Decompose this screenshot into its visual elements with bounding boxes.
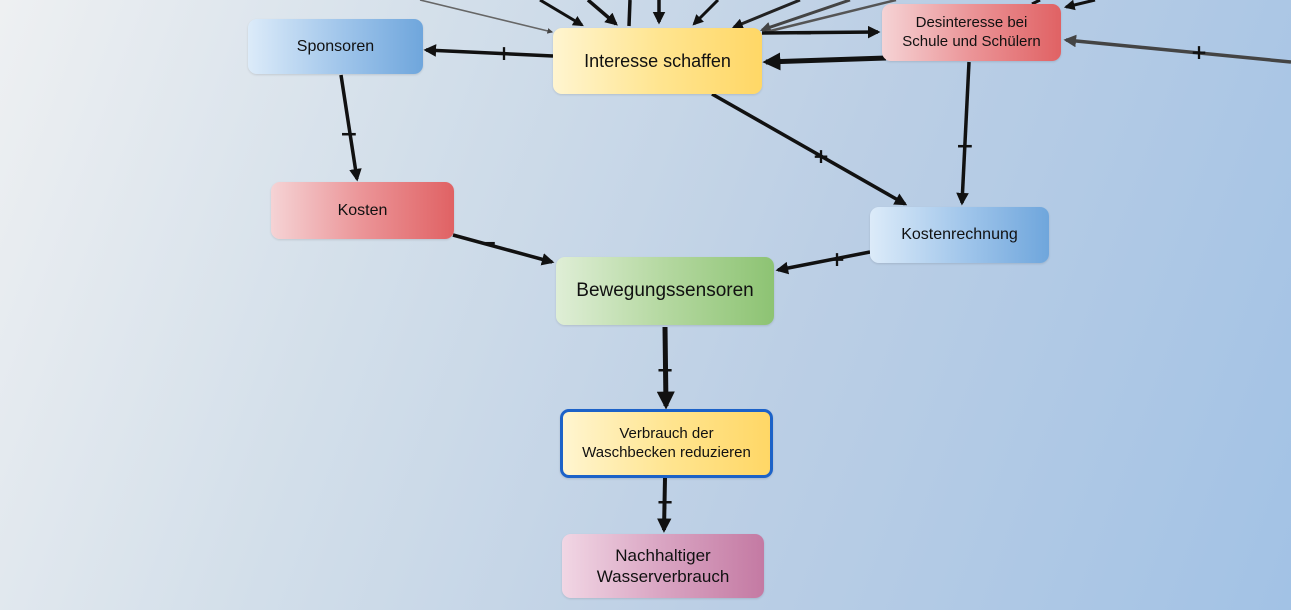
arrow-interesse-to-sponsoren: [423, 44, 554, 58]
arrow-kostenrechnung-to-bewegungssensoren: [775, 250, 871, 275]
sign-sponsoren-kosten: −: [340, 122, 358, 147]
arrow-kosten-to-bewegungssensoren: [452, 233, 555, 266]
arrow-bewegungssensoren-to-verbrauch: [656, 326, 675, 410]
node-sponsoren-label: Sponsoren: [296, 37, 375, 55]
arrow-verbrauch-to-nachhaltig: [657, 477, 672, 533]
sign-desinteresse-interesse: −: [826, 48, 844, 73]
sign-offscreen-desinteresse: +: [1191, 40, 1208, 64]
arrow-offscreen-6: [692, 0, 720, 26]
sign-interesse-desinteresse: −: [795, 21, 813, 46]
arrow-offscreen-4: [627, 0, 632, 27]
node-verbrauch-reduzieren-label: Verbrauch der Waschbecken reduzieren: [582, 424, 751, 461]
polarity-labels: + − − + − − + − + + +: [340, 21, 1208, 514]
arrow-interesse-to-desinteresse: [761, 25, 881, 39]
sign-desinteresse-kostenrechnung: −: [956, 134, 974, 159]
arrow-offscreen-1: [419, 0, 554, 34]
node-bewegungssensoren[interactable]: Bewegungssensoren: [556, 257, 774, 325]
arrow-desinteresse-to-interesse: [762, 52, 887, 71]
arrow-interesse-to-kostenrechnung: [711, 92, 908, 206]
node-bewegungssensoren-label: Bewegungssensoren: [576, 280, 754, 302]
node-interesse-schaffen[interactable]: Interesse schaffen: [553, 28, 762, 94]
sign-bewegungssensoren-verbrauch: +: [656, 358, 674, 382]
node-nachhaltiger-wasserverbrauch-label: Nachhaltiger Wasserverbrauch: [596, 545, 730, 586]
arrow-offscreen-9: [765, 0, 897, 34]
sign-interesse-kostenrechnung: +: [813, 144, 830, 168]
arrow-offscreen-3: [586, 0, 618, 26]
sign-kostenrechnung-bewegungssensoren: +: [829, 247, 846, 271]
sign-kosten-bewegungssensoren: −: [479, 231, 497, 256]
arrow-offscreen-10: [1031, 0, 1041, 6]
arrow-offscreen-8: [759, 0, 851, 33]
node-desinteresse[interactable]: Desinteresse bei Schule und Schülern: [882, 4, 1061, 61]
node-kostenrechnung-label: Kostenrechnung: [901, 226, 1018, 243]
node-kosten[interactable]: Kosten: [271, 182, 454, 239]
node-sponsoren[interactable]: Sponsoren: [248, 19, 423, 74]
sign-verbrauch-nachhaltig: +: [656, 490, 674, 514]
sign-interesse-sponsoren: +: [496, 41, 513, 65]
node-verbrauch-reduzieren[interactable]: Verbrauch der Waschbecken reduzieren: [560, 409, 773, 478]
arrow-offscreen-7: [732, 0, 801, 29]
node-desinteresse-label: Desinteresse bei Schule und Schülern: [902, 13, 1041, 50]
arrow-offscreen-right-to-desinteresse: [1063, 34, 1291, 64]
arrow-offscreen-2: [539, 0, 584, 27]
node-nachhaltiger-wasserverbrauch[interactable]: Nachhaltiger Wasserverbrauch: [562, 534, 764, 598]
offscreen-incoming-arrows: [419, 0, 1096, 34]
arrow-sponsoren-to-kosten: [339, 74, 362, 182]
node-kosten-label: Kosten: [337, 201, 388, 219]
node-interesse-schaffen-label: Interesse schaffen: [584, 50, 731, 71]
arrow-desinteresse-to-kostenrechnung: [956, 61, 971, 206]
arrow-offscreen-11: [1063, 0, 1096, 11]
node-kostenrechnung[interactable]: Kostenrechnung: [870, 207, 1049, 263]
